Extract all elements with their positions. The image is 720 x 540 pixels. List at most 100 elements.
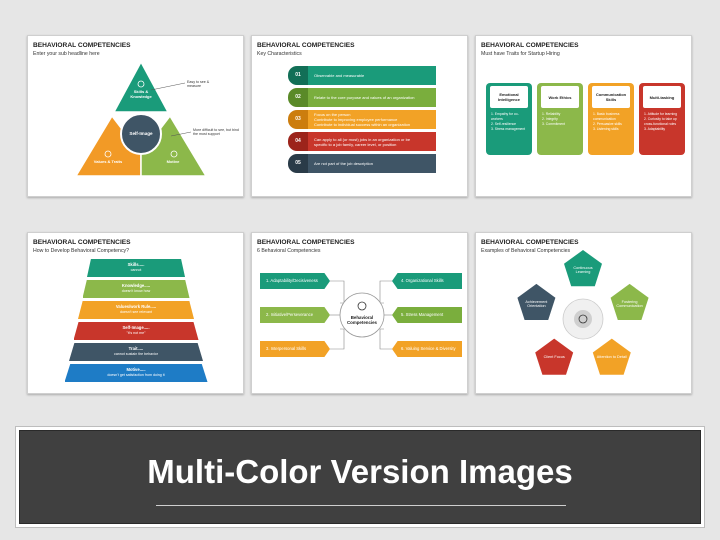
slide-thumbnail-3[interactable]: BEHAVIORAL COMPETENCIES Must have Traits… <box>475 35 692 197</box>
pyramid-level-title: Values/work Rule..... <box>115 304 157 309</box>
characteristic-line: Are not part of the job description <box>314 161 373 166</box>
pentagon-label: Attention to Detail <box>596 354 627 359</box>
pentagon-label: Continuous Learning <box>573 266 593 274</box>
pyramid-level-desc: "it's not me" <box>126 331 146 335</box>
trait-item: 2. Self-resilience <box>491 122 517 126</box>
characteristic-text: Observable and measurable <box>308 66 436 85</box>
pentagon-diagram <box>517 250 649 375</box>
trait-item: 3. Adaptability <box>644 127 666 131</box>
trait-item: 2. Persuasive skills <box>593 122 622 126</box>
slide-subtitle: 6 Behavioral Competencies <box>257 248 321 254</box>
characteristic-row: 01 Observable and measurable <box>288 66 436 85</box>
triangle-diagram <box>74 60 208 177</box>
pentagon-shape <box>517 283 556 320</box>
slide-subtitle: How to Develop Behavioral Competency? <box>33 248 130 254</box>
pyramid-level-desc: cannot <box>130 268 142 272</box>
characteristic-number: 03 <box>288 110 308 129</box>
pyramid-level: Trait.....cannot sustain the behavior <box>69 343 203 361</box>
characteristic-line: Contribute to improving employee perform… <box>314 117 398 122</box>
center-label: Behavioral Competencies <box>346 315 377 325</box>
slide-subtitle: Examples of Behavioral Competencies <box>481 248 571 254</box>
pyramid-level-title: Self-Image..... <box>122 325 150 330</box>
characteristic-line: specific to a job family, career level, … <box>314 141 397 147</box>
pentagon-label: Client Focus <box>543 354 565 359</box>
characteristic-number: 01 <box>288 66 308 85</box>
segment-motive-label: Motive <box>166 159 180 164</box>
competency-right: 5. Stress Management <box>392 307 462 323</box>
characteristic-line: Can apply to all (or most) jobs in an or… <box>314 136 411 142</box>
pentagon-shape <box>564 250 602 287</box>
characteristic-line: Relate to the core purpose and values of… <box>314 95 415 100</box>
slide-thumbnail-4[interactable]: BEHAVIORAL COMPETENCIES How to Develop B… <box>27 232 244 394</box>
trait-item: 1. Attitude for learning <box>644 112 677 116</box>
slide-thumbnail-6[interactable]: BEHAVIORAL COMPETENCIES Examples of Beha… <box>475 232 692 394</box>
trait-item: 1. Empathy for co-workers <box>491 112 519 121</box>
pyramid-level-desc: doesn't know how <box>121 289 151 293</box>
trait-item: 2. Integrity <box>542 117 558 121</box>
pyramid-level-desc: cannot sustain the behavior <box>114 352 158 356</box>
competency-left: 2. Initiative/Perseverance <box>260 307 330 323</box>
trait-card-title: Work Ethics <box>541 86 579 108</box>
trait-item: 3. Commitment <box>542 122 565 126</box>
connector-lines <box>330 280 392 350</box>
slide-title: BEHAVIORAL COMPETENCIES <box>481 42 579 49</box>
pyramid-level: Knowledge.....doesn't know how <box>82 280 190 298</box>
slide-title: BEHAVIORAL COMPETENCIES <box>257 239 355 246</box>
trait-card: Communication Skills 1. Basic business co… <box>588 83 634 155</box>
slide-thumbnail-2[interactable]: BEHAVIORAL COMPETENCIES Key Characterist… <box>251 35 468 197</box>
pyramid-level: Values/work Rule.....doesn't see relevan… <box>78 301 194 319</box>
slide-title: BEHAVIORAL COMPETENCIES <box>33 42 131 49</box>
trait-item: 1. Basic business communication <box>593 112 620 121</box>
pentagon-label: Achievement Orientation <box>525 299 548 308</box>
trait-item: 1. Reliability <box>542 112 561 116</box>
slide-subtitle: Enter your sub headline here <box>33 51 100 57</box>
multi-color-banner: Multi-Color Version Images <box>19 430 701 524</box>
pyramid-level-desc: doesn't see relevant <box>119 310 153 314</box>
pentagon-shape <box>610 283 649 320</box>
center-circle <box>120 113 162 155</box>
pyramid-level-title: Skills..... <box>127 262 145 267</box>
trait-item: 2. Curiosity to take up cross-functional… <box>644 117 677 126</box>
banner-divider <box>156 505 566 506</box>
segment-skills-label: Skills & Knowledge <box>130 89 152 99</box>
characteristic-number: 02 <box>288 88 308 107</box>
trait-card-title: Multi-tasking <box>643 86 681 108</box>
pyramid-level-title: Trait..... <box>128 346 144 351</box>
competency-left: 1. Adaptability/Decisiveness <box>260 273 330 289</box>
center-circle <box>339 292 385 338</box>
banner-title: Multi-Color Version Images <box>147 453 573 490</box>
pyramid-level: Motive.....doesn't get satisfaction from… <box>64 364 208 382</box>
pentagon-shape <box>592 338 631 375</box>
characteristic-line: Focus on the person <box>314 112 351 117</box>
characteristic-row: 04 Can apply to all (or most) jobs in an … <box>288 132 436 151</box>
trait-card-title: Communication Skills <box>592 86 630 108</box>
trait-card-title: Emotional Intelligence <box>490 86 528 108</box>
pyramid-level: Self-Image....."it's not me" <box>73 322 199 340</box>
slide-thumbnail-1[interactable]: BEHAVIORAL COMPETENCIES Enter your sub h… <box>27 35 244 197</box>
trait-item: 3. Stress management <box>491 127 526 131</box>
characteristic-number: 04 <box>288 132 308 151</box>
competency-left: 3. Interpersonal Skills <box>260 341 330 357</box>
competency-right: 6. Valuing Service & Diversity <box>392 341 462 357</box>
pyramid-level-desc: doesn't get satisfaction from doing it <box>107 373 165 377</box>
slide-thumbnail-5[interactable]: BEHAVIORAL COMPETENCIES 6 Behavioral Com… <box>251 232 468 394</box>
characteristic-text: Relate to the core purpose and values of… <box>308 88 436 107</box>
slide-subtitle: Key Characteristics <box>257 51 302 57</box>
characteristic-text: Can apply to all (or most) jobs in an or… <box>308 132 436 151</box>
slide-title: BEHAVIORAL COMPETENCIES <box>33 239 131 246</box>
pentagon-shape <box>535 338 574 375</box>
pyramid-level-title: Knowledge..... <box>121 283 151 288</box>
pentagon-label: Fostering Communication <box>616 299 643 308</box>
competency-right: 4. Organizational Skills <box>392 273 462 289</box>
characteristic-line: Observable and measurable <box>314 73 365 78</box>
segment-values-label: Values & Traits <box>93 159 123 164</box>
characteristic-row: 02 Relate to the core purpose and values … <box>288 88 436 107</box>
